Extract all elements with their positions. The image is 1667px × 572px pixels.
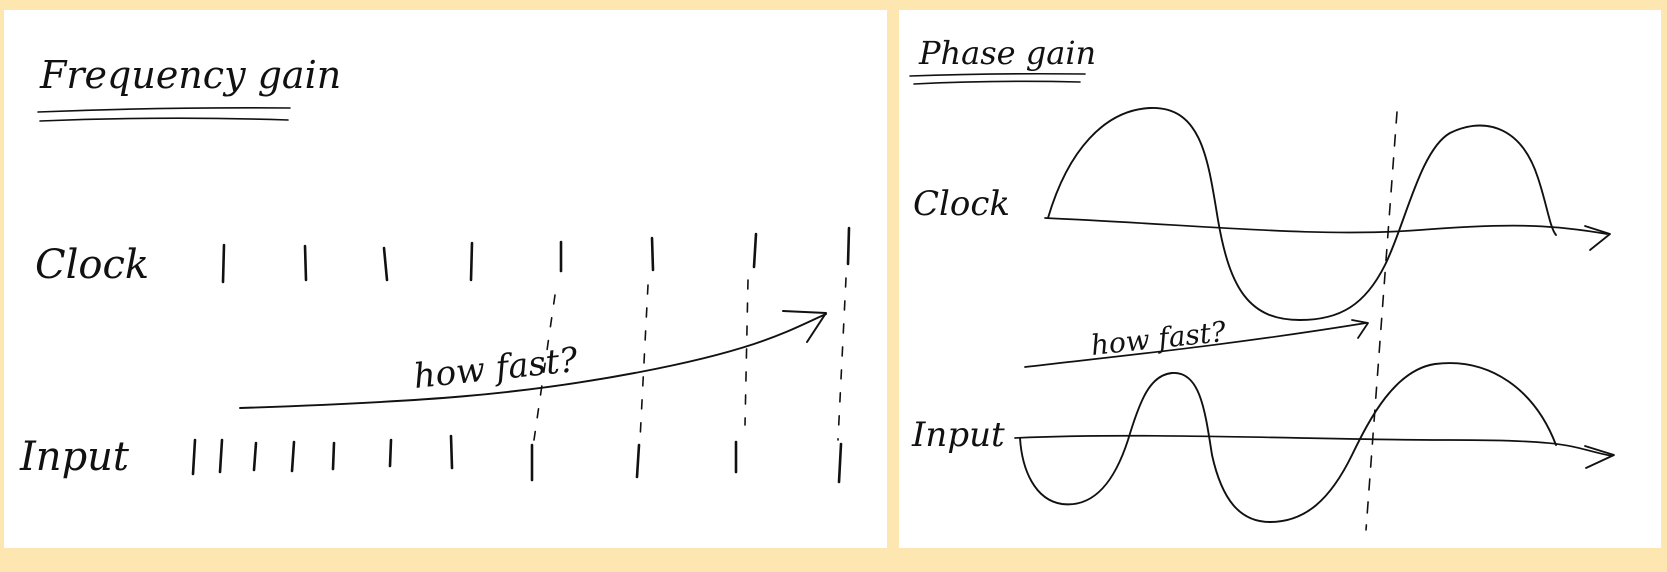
frequency-gain-panel: Frequency gain Clock Input	[4, 10, 887, 548]
input-tick	[388, 438, 393, 468]
clock-tick	[752, 232, 758, 269]
clock-axis-arrowhead	[1584, 225, 1611, 251]
clock-tick	[382, 246, 389, 282]
input-tick	[252, 441, 258, 472]
alignment-guide	[837, 277, 847, 441]
phase-panel-paper	[899, 10, 1661, 548]
clock-tick	[650, 236, 655, 272]
phase-clock-label: Clock	[913, 184, 1010, 224]
input-tick	[191, 438, 197, 476]
clock-tick	[303, 244, 308, 282]
alignment-guide	[533, 294, 556, 441]
how-fast-arrow	[239, 313, 827, 409]
clock-tick	[221, 243, 226, 284]
how-fast-arrowhead	[782, 310, 827, 343]
input-tick	[331, 441, 336, 471]
alignment-guide	[744, 279, 749, 426]
input-ticks	[191, 434, 843, 484]
input-sine-wave	[1019, 362, 1557, 523]
input-time-axis	[1014, 434, 1613, 457]
frequency-panel-title: Frequency gain	[39, 53, 341, 97]
clock-sine-wave	[1047, 107, 1557, 321]
input-tick	[449, 434, 454, 470]
phase-input-label: Input	[911, 415, 1005, 455]
input-tick	[635, 443, 641, 479]
phase-alignment-guide	[1365, 111, 1398, 531]
phase-arrowhead	[1351, 319, 1369, 339]
alignment-guide	[639, 284, 649, 441]
frequency-panel-paper	[4, 10, 887, 548]
input-axis-arrowhead	[1584, 445, 1615, 469]
clock-tick	[469, 241, 474, 282]
input-tick	[290, 440, 296, 473]
phase-gain-panel: Phase gain Clock Input how fast?	[899, 10, 1661, 548]
alignment-guides	[533, 277, 847, 441]
input-tick	[218, 438, 224, 474]
frequency-clock-label: Clock	[35, 242, 149, 288]
phase-panel-title: Phase gain	[918, 34, 1096, 72]
clock-ticks	[221, 226, 851, 284]
frequency-input-label: Input	[19, 434, 130, 480]
clock-tick	[846, 226, 851, 266]
phase-how-fast-arrow	[1024, 322, 1367, 368]
title-double-underline	[37, 107, 291, 122]
input-tick	[837, 442, 843, 484]
title-double-underline	[909, 72, 1086, 85]
